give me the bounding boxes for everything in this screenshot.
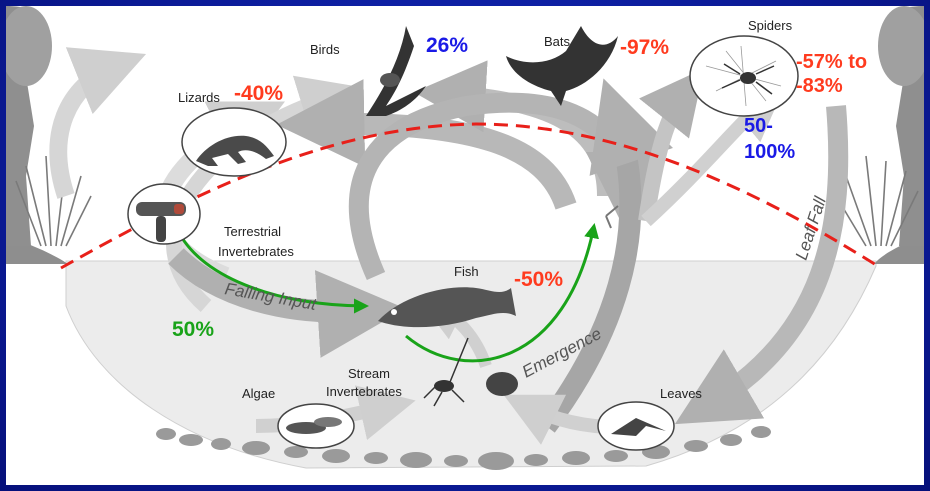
stream-label-line1: Stream bbox=[348, 366, 390, 381]
adult-insect-icon bbox=[606, 206, 618, 228]
spiders-percent-line1: -57% to bbox=[796, 51, 867, 73]
caterpillar-icon bbox=[128, 184, 200, 244]
lizards-label: Lizards bbox=[178, 90, 220, 105]
terrestrial-label-line2: Invertebrates bbox=[218, 244, 294, 259]
birds-percent: 26% bbox=[426, 34, 468, 57]
lizards-percent: -40% bbox=[234, 82, 283, 105]
algae-label: Algae bbox=[242, 386, 275, 401]
spiders-blue-line2: 100% bbox=[744, 141, 795, 163]
diagram-panel: Birds 26% Bats -97% Spiders -57% to -83%… bbox=[6, 6, 924, 485]
fish-percent: -50% bbox=[514, 268, 563, 291]
bats-percent: -97% bbox=[620, 36, 669, 59]
food-web-diagram: Birds 26% Bats -97% Spiders -57% to -83%… bbox=[6, 6, 924, 485]
stream-label-line2: Invertebrates bbox=[326, 384, 402, 399]
spider-icon bbox=[690, 36, 798, 116]
spiders-blue-line1: 50- bbox=[744, 115, 773, 137]
fish-label: Fish bbox=[454, 264, 479, 279]
falling-percent: 50% bbox=[172, 318, 214, 341]
lizard-icon bbox=[182, 108, 286, 176]
birds-label: Birds bbox=[310, 42, 340, 57]
bird-icon bbox=[366, 26, 426, 116]
algae-icon bbox=[278, 404, 354, 448]
terrestrial-label-line1: Terrestrial bbox=[224, 224, 281, 239]
spiders-percent-line2: -83% bbox=[796, 75, 843, 97]
tree-icon bbox=[6, 6, 52, 246]
leaf-icon bbox=[598, 402, 674, 450]
spiders-label: Spiders bbox=[748, 18, 793, 33]
tree-icon bbox=[878, 6, 924, 246]
bats-label: Bats bbox=[544, 34, 571, 49]
leaves-label: Leaves bbox=[660, 386, 702, 401]
